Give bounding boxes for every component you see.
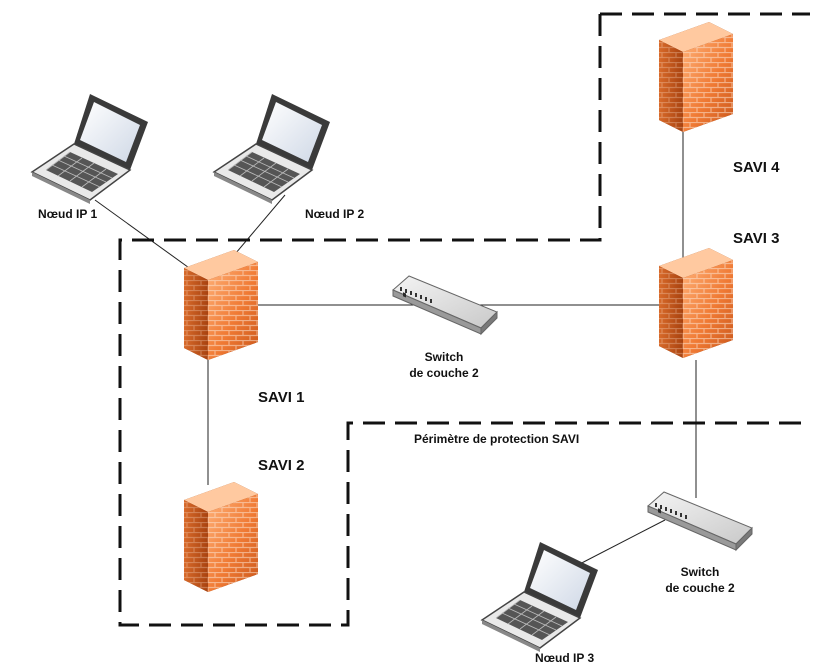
savi-protection-perimeter (118, 12, 810, 627)
label-savi-1: SAVI 1 (258, 389, 304, 406)
label-node-ip-1: Nœud IP 1 (38, 207, 97, 221)
link-switch2-node3 (571, 519, 666, 569)
label-switch-bottom-line2: de couche 2 (665, 581, 735, 595)
label-node-ip-2: Nœud IP 2 (305, 207, 364, 221)
laptop-node-ip-3 (481, 541, 599, 653)
firewall-savi-2 (184, 482, 258, 592)
firewall-savi-3 (659, 248, 733, 358)
label-switch-bottom-line1: Switch (681, 565, 720, 579)
laptop-node-ip-2 (213, 93, 331, 205)
link-node2-savi1 (229, 194, 286, 261)
label-switch-top-line1: Switch (425, 350, 464, 364)
label-savi-2: SAVI 2 (258, 457, 304, 474)
label-perimeter: Périmètre de protection SAVI (414, 432, 579, 446)
laptop-node-ip-1 (31, 93, 149, 205)
firewall-savi-1 (184, 250, 258, 360)
label-node-ip-3: Nœud IP 3 (535, 651, 594, 665)
firewall-savi-4 (659, 22, 733, 132)
label-savi-3: SAVI 3 (733, 230, 779, 247)
label-savi-4: SAVI 4 (733, 159, 780, 176)
label-switch-top-line2: de couche 2 (409, 366, 479, 380)
